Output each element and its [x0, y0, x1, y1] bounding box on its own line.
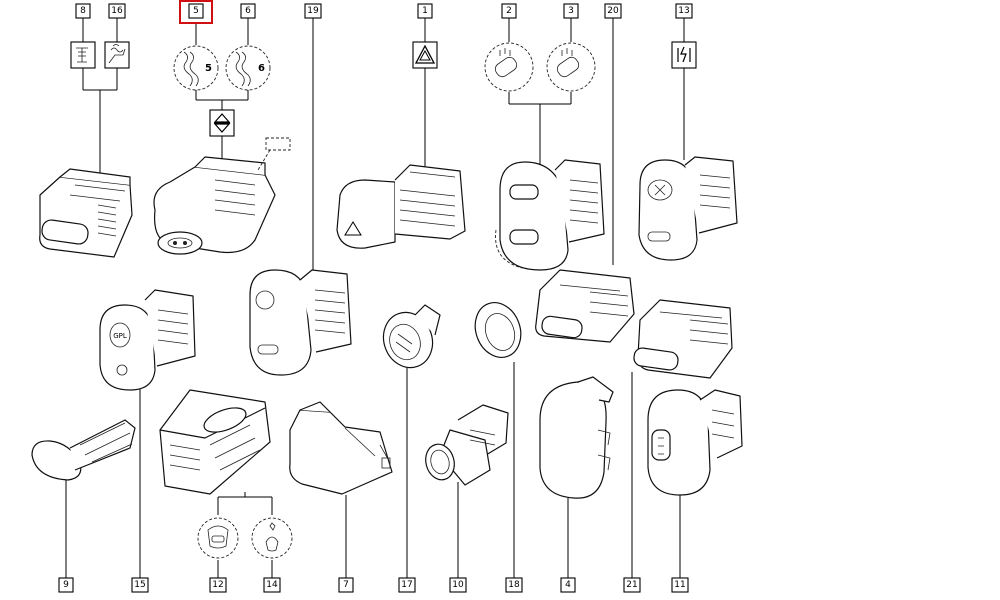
label-17: 17 — [398, 577, 416, 593]
label-10: 10 — [449, 577, 467, 593]
switch-parts: GPL — [31, 137, 743, 559]
svg-text:15: 15 — [134, 580, 145, 590]
up-down-arrow-icon — [209, 109, 235, 137]
label-13: 13 — [675, 3, 693, 19]
label-8: 8 — [75, 3, 91, 19]
label-20: 20 — [604, 3, 622, 19]
svg-text:12: 12 — [212, 580, 223, 590]
switch-part-5-6 — [153, 137, 291, 255]
svg-text:GPL: GPL — [113, 332, 127, 340]
detail-circle-12 — [197, 517, 239, 559]
window-switch-detail-2 — [484, 42, 534, 92]
svg-text:5: 5 — [193, 6, 199, 16]
detail-circle-6: 6 — [225, 45, 271, 91]
seat-heater-icon — [104, 41, 130, 69]
cover-part-7 — [289, 401, 393, 495]
rear-fog-icon — [70, 41, 96, 69]
label-15: 15 — [131, 577, 149, 593]
svg-text:9: 9 — [63, 580, 69, 590]
label-3: 3 — [563, 3, 579, 19]
detail-circle-14 — [251, 517, 293, 559]
cover-part-4 — [539, 376, 614, 499]
label-5: 5 — [188, 3, 204, 19]
switch-part-2-3 — [495, 159, 605, 271]
svg-text:8: 8 — [80, 6, 86, 16]
part-number-labels: 8 16 5 6 19 1 2 3 20 13 9 15 12 14 7 17 … — [58, 0, 693, 593]
label-21: 21 — [623, 577, 641, 593]
detail-circle-5: 5 — [173, 45, 219, 91]
switch-part-19 — [249, 269, 352, 376]
svg-text:14: 14 — [266, 580, 278, 590]
svg-text:16: 16 — [111, 6, 123, 16]
switch-part-12-14 — [159, 389, 271, 495]
label-9: 9 — [58, 577, 74, 593]
switch-part-13 — [638, 156, 738, 261]
label-11: 11 — [671, 577, 689, 593]
svg-text:2: 2 — [506, 6, 512, 16]
label-2: 2 — [501, 3, 517, 19]
switch-part-8-16 — [39, 168, 133, 258]
label-6: 6 — [240, 3, 256, 19]
window-switch-detail-3 — [546, 42, 596, 92]
svg-text:13: 13 — [678, 6, 689, 16]
knob-part-17 — [382, 304, 441, 369]
selected-label-highlight — [179, 0, 213, 24]
detail-number-5: 5 — [205, 63, 212, 74]
svg-text:17: 17 — [401, 580, 412, 590]
svg-text:6: 6 — [245, 6, 251, 16]
svg-text:18: 18 — [508, 580, 520, 590]
rear-defrost-icon — [671, 41, 697, 69]
leader-lines — [65, 18, 685, 578]
label-7: 7 — [338, 577, 354, 593]
label-16: 16 — [108, 3, 126, 19]
label-19: 19 — [304, 3, 322, 19]
hazard-warning-icon — [412, 41, 438, 69]
label-18: 18 — [505, 577, 523, 593]
svg-text:3: 3 — [568, 6, 574, 16]
svg-text:19: 19 — [307, 6, 319, 16]
switch-part-21 — [633, 299, 733, 379]
key-part-9 — [31, 419, 136, 481]
knob-part-10 — [425, 404, 509, 486]
label-14: 14 — [263, 577, 281, 593]
svg-text:21: 21 — [626, 580, 637, 590]
cap-part-18 — [474, 302, 522, 358]
label-12: 12 — [209, 577, 227, 593]
symbol-icons: 5 6 — [70, 41, 697, 137]
svg-text:11: 11 — [674, 580, 685, 590]
svg-text:1: 1 — [422, 6, 428, 16]
label-4: 4 — [560, 577, 576, 593]
svg-text:7: 7 — [343, 580, 349, 590]
label-1: 1 — [417, 3, 433, 19]
svg-text:10: 10 — [452, 580, 464, 590]
svg-text:20: 20 — [607, 6, 619, 16]
switch-part-11 — [647, 389, 743, 496]
switch-part-1 — [336, 164, 466, 249]
detail-number-6: 6 — [258, 63, 265, 74]
switch-part-20 — [535, 269, 635, 343]
switch-part-15: GPL — [99, 289, 196, 391]
svg-text:4: 4 — [565, 580, 571, 590]
